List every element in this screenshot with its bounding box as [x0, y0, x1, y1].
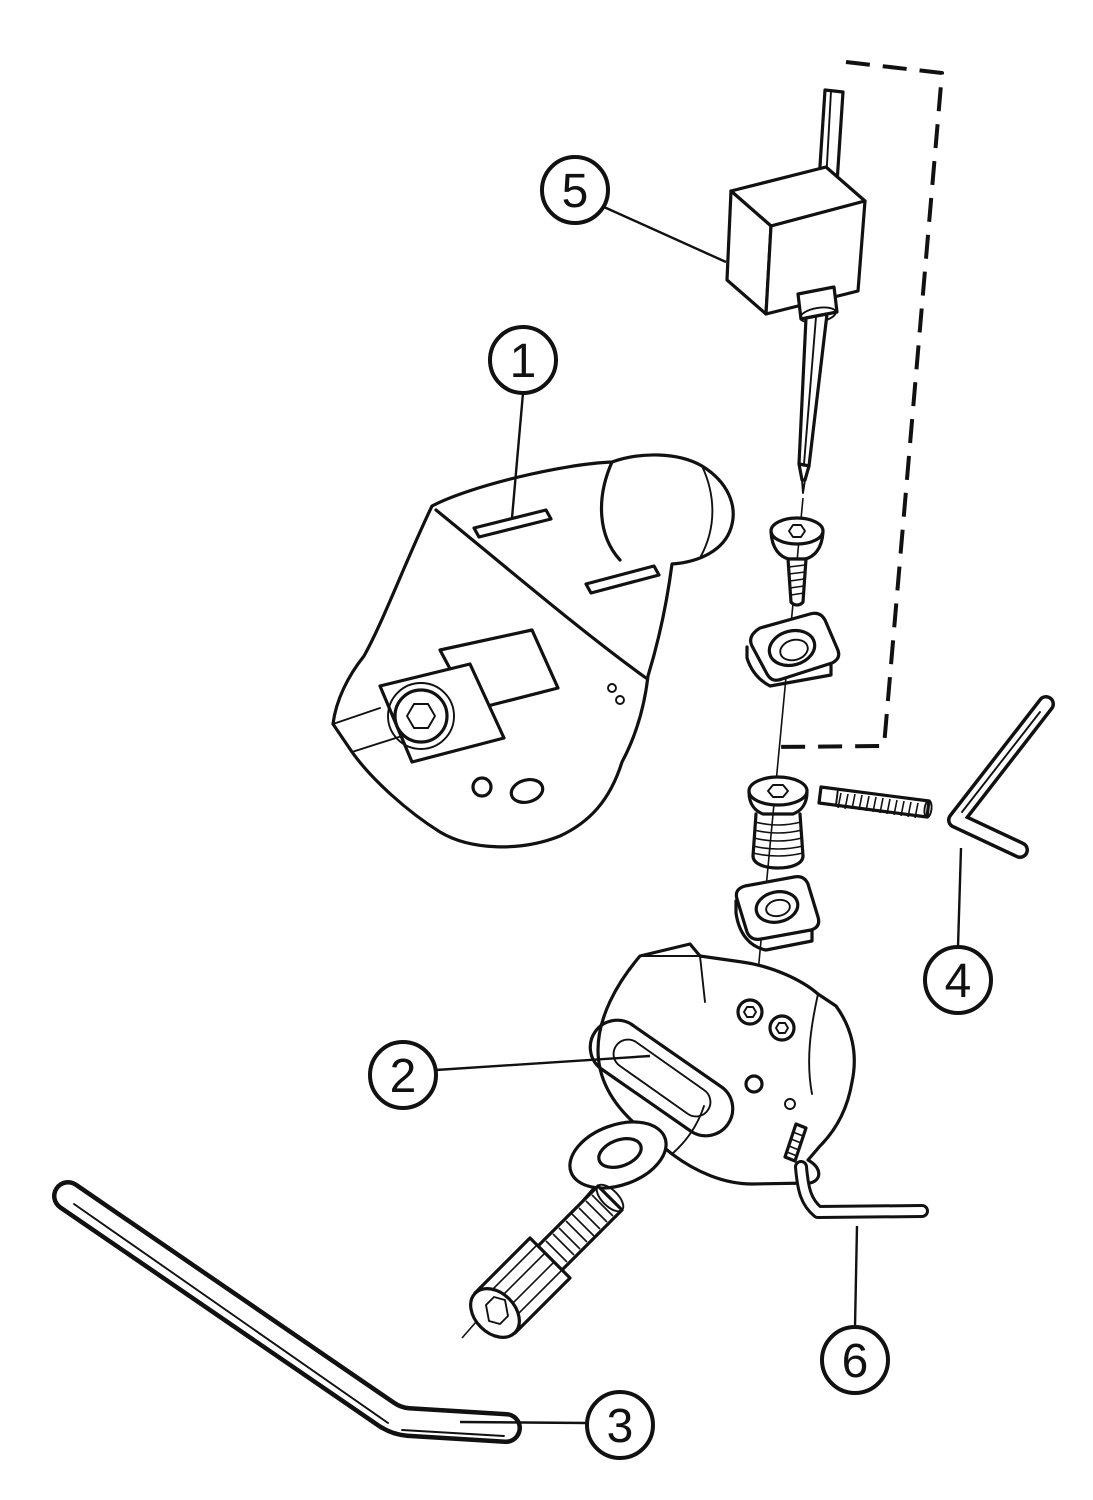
hex-key-large — [52, 1180, 522, 1444]
dashed-guide-line — [769, 60, 944, 749]
callout-4-circle — [923, 945, 993, 1015]
square-nut — [734, 875, 821, 952]
callout-2: 2 — [368, 1040, 438, 1110]
callout-4-label: 4 — [945, 955, 972, 1008]
insert-screw — [769, 516, 825, 607]
washer — [568, 1120, 668, 1190]
callout-6-circle — [820, 1325, 890, 1395]
bent-wrench — [794, 1160, 929, 1219]
callout-2-circle — [368, 1040, 438, 1110]
hex-key-medium — [947, 695, 1055, 859]
callout-6-label: 6 — [842, 1335, 869, 1388]
cap-screw — [469, 1183, 625, 1339]
callout-6: 6 — [820, 1325, 890, 1395]
callout-1-label: 1 — [510, 335, 537, 388]
leader-lines — [435, 205, 963, 1425]
cutting-insert — [745, 611, 841, 688]
clamp-screw — [747, 775, 809, 870]
callout-1: 1 — [488, 325, 558, 395]
set-screw-long — [817, 785, 933, 819]
callout-3: 3 — [585, 1390, 655, 1460]
cartridge-body — [588, 942, 856, 1186]
callout-5-circle — [540, 155, 610, 225]
callout-3-circle — [585, 1390, 655, 1460]
torque-driver — [725, 88, 867, 494]
callout-5-label: 5 — [562, 165, 589, 218]
callout-5: 5 — [540, 155, 610, 225]
callout-3-label: 3 — [607, 1400, 634, 1453]
main-tool-body — [331, 453, 735, 849]
set-screw-small — [783, 1122, 808, 1163]
callout-4: 4 — [923, 945, 993, 1015]
callout-1-circle — [488, 325, 558, 395]
callout-2-label: 2 — [390, 1050, 417, 1103]
